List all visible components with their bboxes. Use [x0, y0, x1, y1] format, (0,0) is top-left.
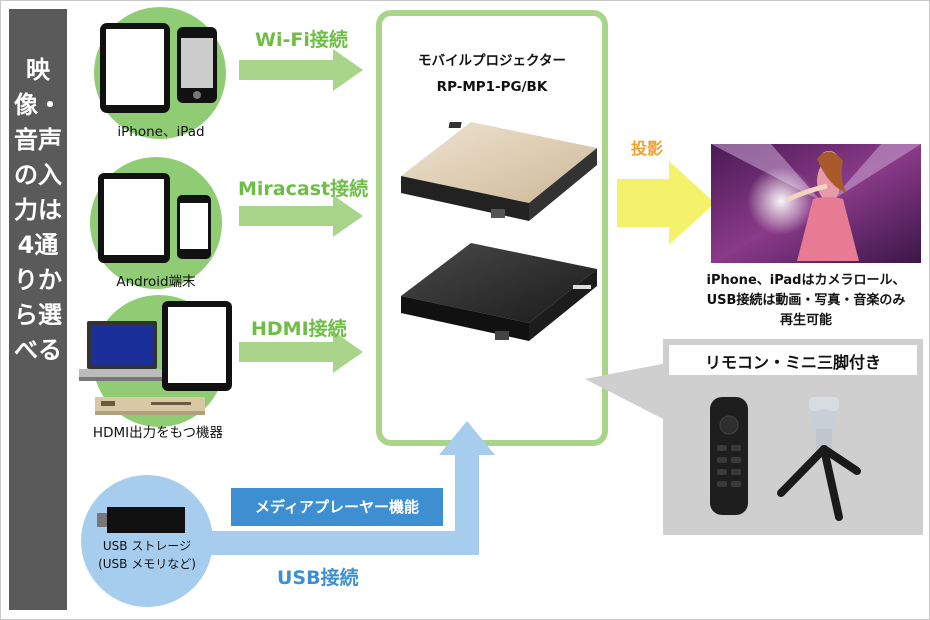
projection-note-line2: USB接続は動画・写真・音楽のみ — [706, 293, 906, 308]
accessory-pointer — [585, 363, 667, 421]
source-ios — [94, 7, 226, 139]
miracast-label: Miracast接続 — [238, 178, 369, 200]
usb-label-line2: (USB メモリなど) — [98, 557, 196, 571]
side-title: 映像・音声の入力は4通りから選べる — [14, 56, 62, 364]
source-hdmi — [79, 295, 232, 427]
hdmi-device-label: HDMI出力をもつ機器 — [92, 425, 224, 441]
usb-stick-icon — [107, 507, 185, 533]
arrow-projection — [617, 161, 715, 245]
usb-label-line1: USB ストレージ — [102, 539, 192, 553]
tripod-icon — [777, 397, 861, 521]
projection-label: 投影 — [631, 139, 664, 158]
recorder-icon — [95, 397, 205, 413]
projection-note-line3: 再生可能 — [779, 313, 832, 328]
projector-black — [401, 243, 597, 341]
projection-screen — [711, 144, 921, 263]
wifi-label: Wi-Fi接続 — [255, 29, 348, 51]
source-android — [90, 157, 222, 289]
accessories-title: リモコン・ミニ三脚付き — [704, 353, 881, 372]
usb-connection-label: USB接続 — [277, 567, 359, 589]
projector-frame — [376, 10, 608, 446]
arrow-usb — [207, 421, 495, 555]
projector-gold — [401, 122, 597, 221]
arrow-hdmi — [239, 331, 363, 373]
media-player-box — [231, 488, 443, 526]
android-device-label: Android端末 — [116, 274, 196, 290]
ios-device-label: iPhone、iPad — [117, 124, 205, 140]
projector-model: RP-MP1-PG/BK — [436, 79, 548, 95]
arrow-wifi — [239, 49, 363, 91]
side-title-bar: 映像・音声の入力は4通りから選べる — [9, 9, 67, 610]
projector-title: モバイルプロジェクター — [418, 53, 566, 69]
remote-icon — [710, 397, 748, 515]
accessory-title-box — [669, 345, 917, 375]
media-player-label: メディアプレーヤー機能 — [255, 498, 419, 516]
arrow-miracast — [239, 195, 363, 237]
projection-note-line1: iPhone、iPadはカメラロール、 — [706, 273, 906, 288]
hdmi-label: HDMI接続 — [251, 318, 347, 340]
source-usb — [81, 475, 213, 607]
